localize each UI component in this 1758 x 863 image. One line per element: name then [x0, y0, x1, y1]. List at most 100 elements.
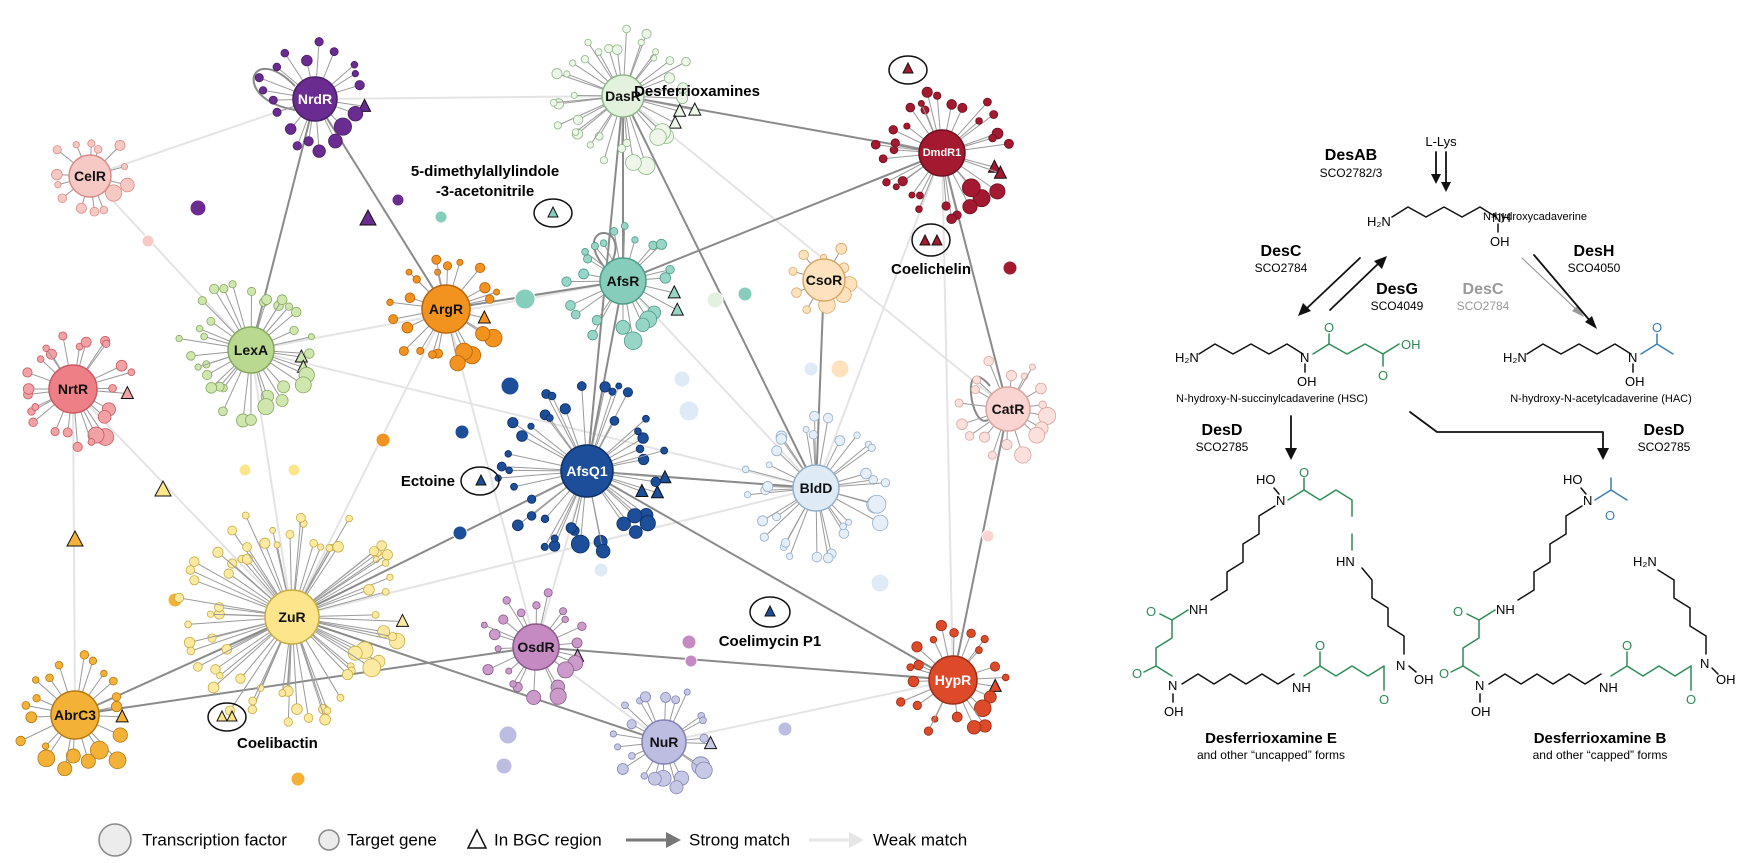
target-gene-node: [961, 178, 981, 198]
target-gene-node: [571, 128, 580, 136]
target-gene-node: [108, 676, 118, 686]
shared-target-node: [290, 771, 306, 787]
target-gene-node: [371, 610, 380, 619]
target-gene-node: [505, 466, 513, 475]
bgc-triangle-icon: [987, 159, 1002, 173]
target-gene-node: [54, 181, 62, 189]
target-gene-node: [954, 398, 964, 408]
target-gene-node: [242, 542, 252, 552]
target-gene-node: [608, 387, 617, 396]
target-gene-node: [31, 403, 40, 411]
bgc-triangle-icon: [226, 709, 238, 722]
target-gene-node: [127, 368, 136, 377]
target-gene-node: [108, 384, 117, 393]
target-gene-node: [1003, 138, 1014, 149]
enzyme-desc2-name: DesC: [1463, 281, 1504, 298]
target-gene-node: [80, 753, 96, 769]
target-gene-node: [882, 178, 891, 187]
enzyme-desh-sco: SCO4050: [1568, 261, 1621, 275]
target-gene-node: [526, 511, 537, 521]
atom-oh: OH: [1716, 672, 1736, 687]
target-gene-node: [973, 699, 992, 718]
target-gene-node: [988, 133, 997, 143]
target-gene-node: [647, 771, 662, 786]
bgc-triangle-icon: [357, 98, 372, 112]
atom-oh: OH: [1414, 672, 1434, 687]
bgc-triangle-icon: [66, 529, 84, 547]
target-gene-node: [637, 432, 649, 444]
target-gene-node: [975, 117, 983, 125]
atom-o: O: [1622, 638, 1632, 653]
target-gene-node: [115, 359, 128, 372]
target-gene-node: [591, 315, 603, 326]
target-gene-node: [347, 645, 363, 661]
enzyme-desab-name: DesAB: [1325, 147, 1377, 164]
pathway-panel: L-Lys DesAB SCO2782/3 H₂N NH OH N-hydrox…: [1132, 134, 1736, 762]
target-gene-node: [72, 141, 80, 149]
bgc-triangle-icon: [650, 484, 665, 499]
shared-target-node: [287, 463, 301, 477]
shared-target-node: [141, 234, 155, 248]
target-gene-node: [381, 559, 390, 567]
hub-node: [918, 129, 966, 177]
target-gene-node: [762, 481, 774, 492]
target-gene-node: [1029, 363, 1036, 371]
target-gene-node: [65, 748, 81, 764]
target-gene-node: [890, 138, 900, 148]
target-gene-node: [975, 646, 983, 654]
hub-cluster-zur: ZuR: [174, 511, 410, 727]
target-gene-node: [79, 650, 90, 660]
target-gene-node: [319, 713, 331, 726]
target-gene-node: [616, 763, 629, 775]
strong-edge: [622, 152, 943, 282]
target-gene-node: [550, 534, 559, 543]
target-gene-node: [780, 538, 791, 548]
coelichelin-highlight: [911, 223, 951, 257]
shared-target-node: [189, 199, 207, 217]
target-gene-node: [635, 444, 645, 454]
strong-edge: [74, 646, 537, 716]
target-gene-node: [620, 222, 629, 230]
intermediate-n-hydroxycadaverine: N-hydroxycadaverine: [1483, 211, 1587, 223]
atom-nh: NH: [1292, 680, 1311, 695]
annotation-ectoine: Ectoine: [401, 473, 455, 490]
target-gene-node: [759, 532, 769, 542]
target-gene-node: [951, 711, 963, 723]
atom-nh: NH: [1496, 602, 1515, 617]
target-gene-node: [449, 355, 466, 372]
target-gene-node: [247, 286, 257, 297]
hub-node: [292, 76, 338, 122]
target-gene-node: [45, 673, 54, 683]
target-gene-node: [227, 558, 238, 569]
hub-cluster-afsr: AfsR: [561, 222, 685, 350]
hub-node: [560, 444, 614, 498]
target-gene-node: [798, 249, 809, 261]
arrow-desd2: [1409, 411, 1604, 453]
shared-target-node: [391, 193, 405, 207]
atom-n: N: [1300, 350, 1309, 365]
atom-o: O: [1324, 320, 1334, 335]
target-gene-node: [202, 369, 213, 381]
annotation-desferrioxamines: Desferrioxamines: [634, 83, 760, 100]
target-gene-node: [640, 772, 648, 780]
target-gene-node: [586, 141, 594, 149]
target-gene-node: [917, 99, 925, 107]
target-gene-node: [628, 752, 636, 760]
hub-cluster-csor: CsoR: [788, 242, 858, 314]
target-gene-node: [285, 529, 295, 539]
target-gene-node: [382, 588, 390, 596]
product-e-name: Desferrioxamine E: [1205, 730, 1337, 747]
strong-edge: [952, 408, 1009, 681]
target-gene-node: [822, 552, 834, 564]
self-loop: [969, 375, 991, 422]
bond-chain: [1198, 343, 1304, 355]
bond-succinyl: [1312, 343, 1400, 355]
hub-cluster-osdr: OsdR: [480, 588, 587, 705]
hub-label: LexA: [234, 342, 268, 358]
target-gene-node: [933, 91, 942, 100]
target-gene-node: [241, 511, 250, 520]
target-gene-node: [966, 720, 982, 735]
target-gene-node: [216, 671, 224, 680]
target-gene-node: [291, 703, 303, 715]
